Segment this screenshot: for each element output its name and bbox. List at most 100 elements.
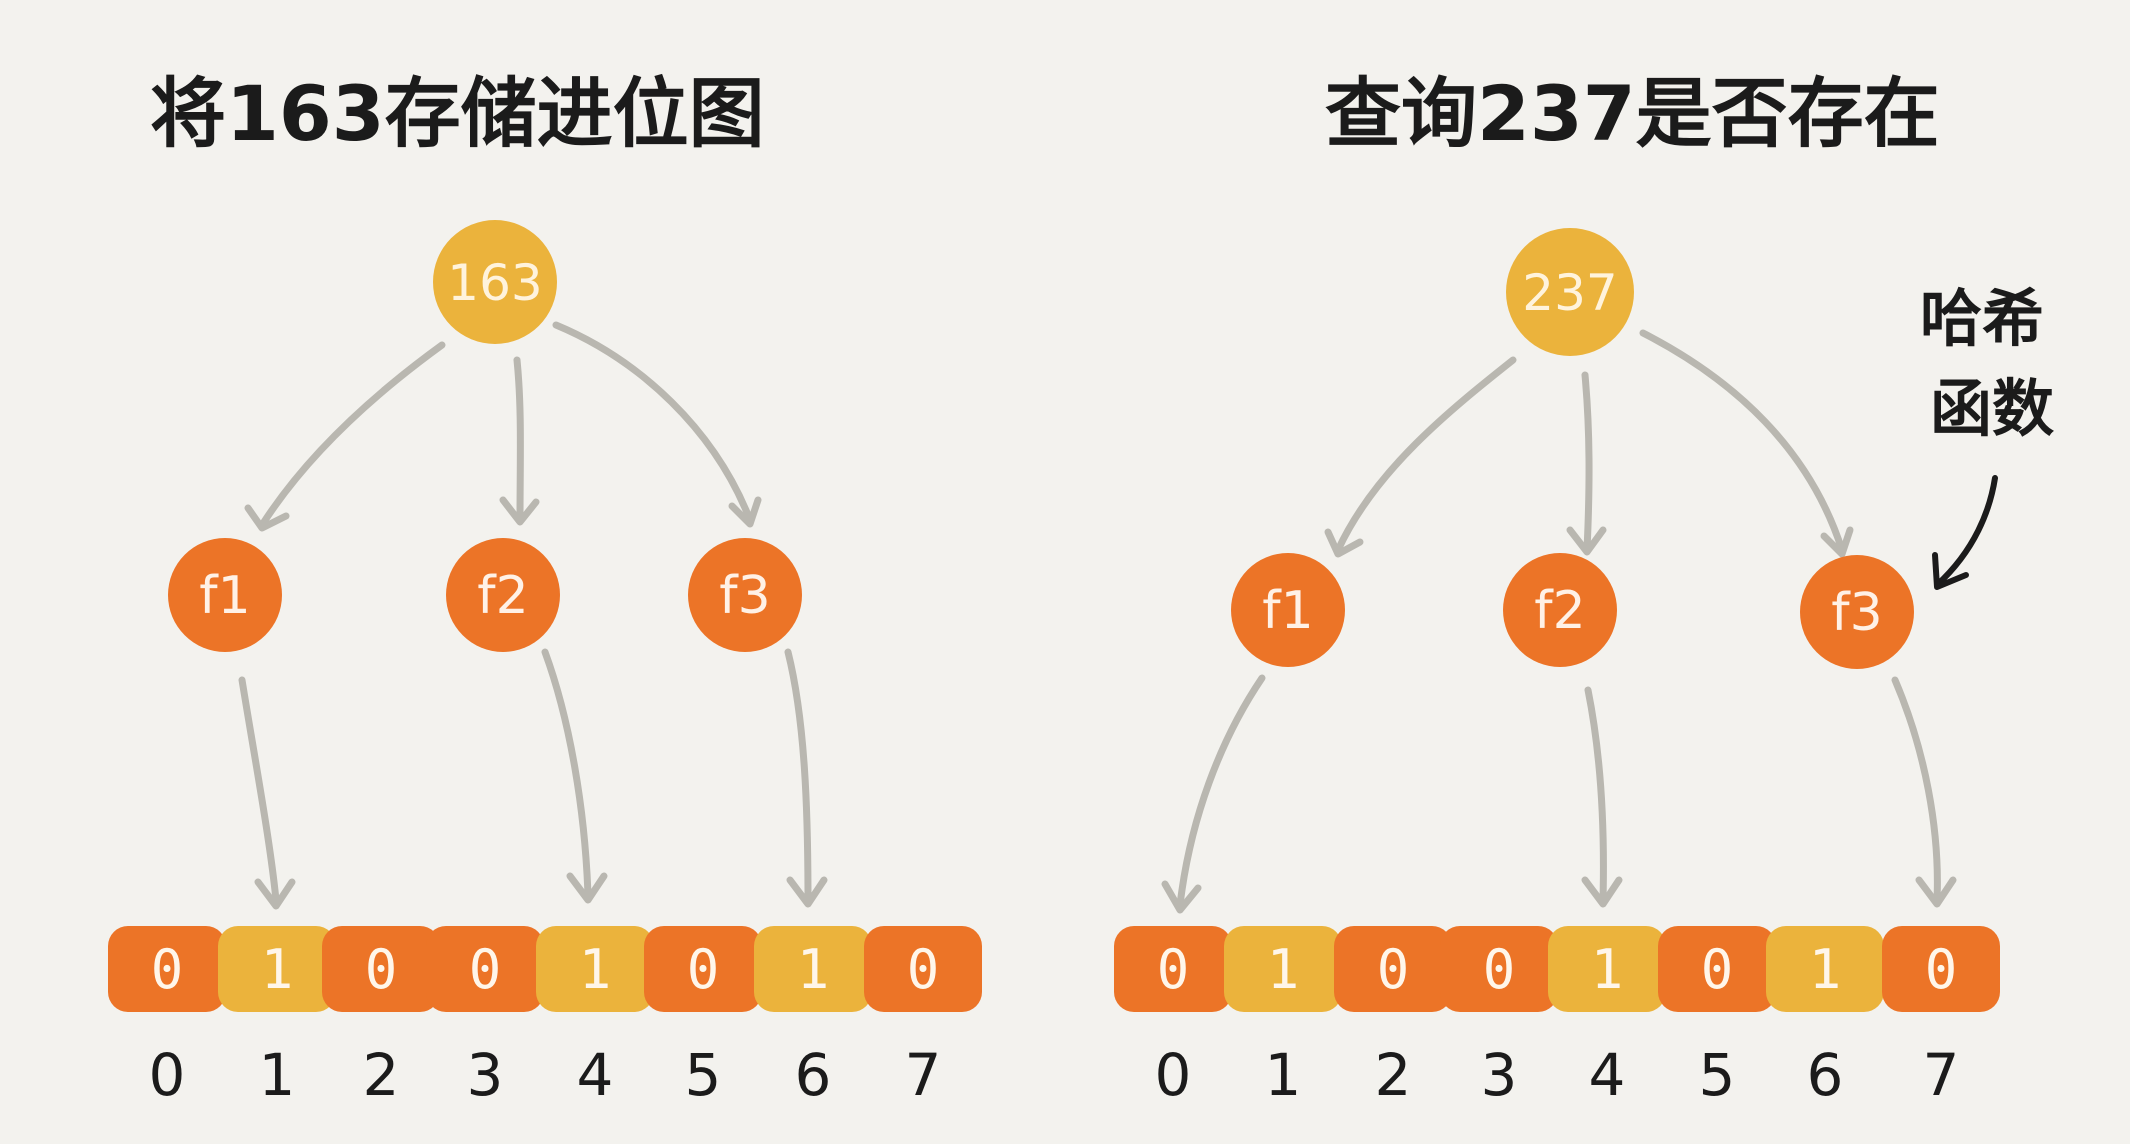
arrow — [1581, 876, 1623, 908]
bit-index-labels: 0 1 2 3 4 5 6 7 — [149, 1041, 942, 1109]
hash-function-label: f2 — [477, 566, 528, 626]
bit-cell — [1334, 926, 1452, 1012]
bit-index: 6 — [1807, 1041, 1844, 1109]
arrow — [552, 321, 754, 524]
bit-value: 0 — [907, 938, 940, 1001]
bit-value: 1 — [579, 938, 612, 1001]
bit-cell — [1440, 926, 1558, 1012]
bit-cell — [1766, 926, 1884, 1012]
bit-value: 0 — [365, 938, 398, 1001]
arrow — [566, 872, 608, 904]
arrows-functions-to-bits — [1161, 674, 1957, 914]
arrow — [1176, 674, 1266, 909]
bit-cell — [536, 926, 654, 1012]
bit-index: 3 — [467, 1041, 504, 1109]
hash-function-label: f1 — [1262, 581, 1313, 641]
bit-value: 0 — [1701, 938, 1734, 1001]
bit-cell — [1114, 926, 1232, 1012]
arrow — [238, 676, 280, 904]
arrow — [1891, 676, 1941, 904]
hash-function-annotation: 哈希 函数 — [1920, 282, 2054, 590]
bit-value: 0 — [687, 938, 720, 1001]
arrow — [1334, 356, 1517, 554]
bit-index: 2 — [363, 1041, 400, 1109]
annotation-line-1: 哈希 — [1920, 282, 2044, 355]
hash-function-label: f1 — [199, 566, 250, 626]
arrows-value-to-functions — [1324, 329, 1854, 558]
bit-index: 0 — [149, 1041, 186, 1109]
arrow — [258, 341, 446, 529]
bit-index: 7 — [1923, 1041, 1960, 1109]
bit-cell — [1882, 926, 2000, 1012]
bit-value: 1 — [1809, 938, 1842, 1001]
bit-index: 5 — [685, 1041, 722, 1109]
arrow — [784, 648, 812, 904]
bit-index: 4 — [577, 1041, 614, 1109]
bit-index: 6 — [795, 1041, 832, 1109]
hash-functions: f1 f2 f3 — [1231, 553, 1914, 669]
bit-value: 0 — [1925, 938, 1958, 1001]
bit-cell — [1548, 926, 1666, 1012]
bit-array: 0 1 0 0 1 0 1 0 — [108, 926, 982, 1012]
hash-function-node — [168, 538, 282, 652]
hash-function-label: f3 — [719, 566, 770, 626]
hash-function-node — [1231, 553, 1345, 667]
arrows-functions-to-bits — [238, 648, 828, 910]
arrow-head — [728, 496, 762, 528]
bit-index: 1 — [1265, 1041, 1302, 1109]
bit-cell — [218, 926, 336, 1012]
bit-cell — [754, 926, 872, 1012]
bit-index: 5 — [1699, 1041, 1736, 1109]
bit-value: 0 — [1483, 938, 1516, 1001]
bit-value: 1 — [1591, 938, 1624, 1001]
hash-function-node — [1800, 555, 1914, 669]
hash-functions: f1 f2 f3 — [168, 538, 802, 652]
bit-cell — [426, 926, 544, 1012]
annotation-arrow — [1934, 475, 1998, 588]
arrow — [1584, 686, 1607, 904]
arrow — [1161, 880, 1202, 914]
bit-cell — [644, 926, 762, 1012]
value-node — [1506, 228, 1634, 356]
panel-title: 将163存储进位图 — [150, 69, 765, 158]
hash-function-node — [1503, 553, 1617, 667]
bit-index: 1 — [259, 1041, 296, 1109]
arrow-head — [244, 504, 290, 532]
bit-cell — [1658, 926, 1776, 1012]
value-node — [433, 220, 557, 344]
arrow — [1324, 528, 1364, 558]
panel-title: 查询237是否存在 — [1325, 69, 1940, 158]
bit-cell — [864, 926, 982, 1012]
arrow — [1915, 876, 1957, 908]
bit-index: 3 — [1481, 1041, 1518, 1109]
value-label: 237 — [1522, 264, 1617, 322]
arrows-value-to-functions — [244, 321, 762, 532]
arrow-head — [499, 496, 540, 526]
bit-value: 0 — [151, 938, 184, 1001]
arrow — [541, 648, 592, 899]
bit-value: 0 — [1377, 938, 1410, 1001]
arrow — [1639, 329, 1846, 554]
bit-cell — [1224, 926, 1342, 1012]
arrow — [1581, 371, 1593, 554]
bit-index: 0 — [1155, 1041, 1192, 1109]
bit-index: 2 — [1375, 1041, 1412, 1109]
bit-index: 4 — [1589, 1041, 1626, 1109]
annotation-line-2: 函数 — [1930, 372, 2054, 445]
bit-value: 1 — [261, 938, 294, 1001]
bit-index-labels: 0 1 2 3 4 5 6 7 — [1155, 1041, 1960, 1109]
arrow — [1820, 526, 1854, 558]
bit-cell — [322, 926, 440, 1012]
bit-array: 0 1 0 0 1 0 1 0 — [1114, 926, 2000, 1012]
hash-function-label: f2 — [1534, 581, 1585, 641]
hash-function-label: f3 — [1831, 583, 1882, 643]
bit-value: 0 — [469, 938, 502, 1001]
panel-store: 将163存储进位图 1 6 3 f1 f2 f3 — [108, 69, 982, 1109]
bit-value: 1 — [1267, 938, 1300, 1001]
bit-value: 1 — [797, 938, 830, 1001]
arrow — [786, 876, 828, 908]
arrow — [513, 356, 524, 524]
annotation-arrow-head — [1932, 552, 1969, 590]
panel-query: 查询237是否存在 237 f1 f2 f3 — [1114, 69, 2054, 1109]
